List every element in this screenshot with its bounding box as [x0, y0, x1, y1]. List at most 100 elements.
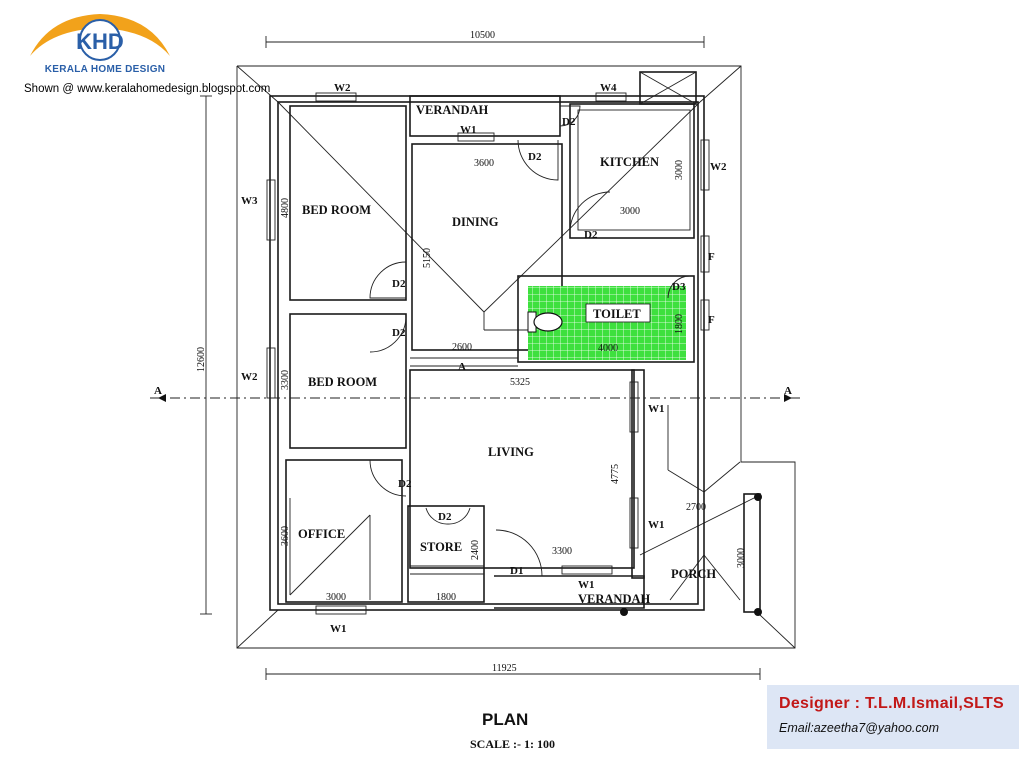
label-d2: D2	[584, 229, 598, 241]
designer-name: Designer : T.L.M.Ismail,SLTS	[779, 695, 1005, 712]
label-w3: W3	[241, 195, 258, 207]
door-d2-swing	[369, 317, 407, 353]
label-d1: D1	[510, 565, 523, 577]
logo-letters: KHD	[76, 29, 124, 54]
dim-overall-left: 12600	[196, 347, 207, 372]
roof-ridge	[289, 514, 371, 596]
dim-store-width: 1800	[436, 592, 456, 603]
label-w1: W1	[648, 519, 665, 531]
designer-email[interactable]: Email:azeetha7@yahoo.com	[779, 721, 939, 735]
roof-ridge	[483, 101, 701, 313]
door-d2-swing	[369, 261, 407, 299]
dim-overall-top: 10500	[470, 30, 495, 41]
dim-store-height: 2400	[470, 540, 481, 560]
store-walls	[407, 505, 485, 603]
room-toilet: TOILET	[593, 307, 641, 321]
kitchen-counter	[577, 109, 691, 231]
label-d2: D2	[528, 151, 542, 163]
door-d2-swing	[559, 105, 581, 127]
toilet-label-box	[585, 303, 651, 323]
dim-bed1-height: 4800	[280, 198, 291, 218]
label-d2: D2	[438, 511, 452, 523]
plan-title: PLAN	[482, 710, 529, 729]
door-d2-swing	[517, 139, 559, 181]
door-d2-swing	[569, 191, 611, 233]
label-section-a-mid: A	[458, 361, 466, 373]
dim-living-width-top: 5325	[510, 377, 530, 388]
verandah-bottom-walls	[494, 575, 645, 609]
bed-room-2-walls	[289, 313, 407, 449]
chimney-cross	[639, 71, 697, 105]
verandah-top-walls	[409, 95, 561, 137]
porch-edge	[743, 493, 761, 613]
room-bed-room-2: BED ROOM	[308, 375, 377, 389]
label-w4: W4	[600, 82, 617, 94]
door-d2-swing	[369, 459, 407, 497]
source-site-text: Shown @ www.keralahomedesign.blogspot.co…	[24, 83, 271, 95]
room-verandah-top: VERANDAH	[416, 103, 489, 117]
section-arrow-right-icon	[784, 394, 792, 402]
label-d2: D2	[392, 278, 406, 290]
porch-pillar-icon	[754, 608, 762, 616]
dim-living-width-bottom: 3300	[552, 546, 572, 557]
office-walls	[285, 459, 403, 603]
label-w1: W1	[460, 124, 477, 136]
khd-logo: KHD KERALA HOME DESIGN	[20, 8, 180, 86]
dim-overall-bottom: 11925	[492, 663, 517, 674]
toilet-walls	[517, 275, 695, 363]
windows	[266, 92, 710, 615]
label-w2: W2	[241, 371, 258, 383]
dim-office-height: 3600	[280, 526, 291, 546]
dim-living-height: 4775	[610, 464, 621, 484]
dim-dining-height: 5150	[422, 248, 433, 268]
room-living: LIVING	[488, 445, 534, 459]
dim-kitchen-height: 3000	[674, 160, 685, 180]
dim-kitchen-width: 3000	[620, 206, 640, 217]
label-d2: D2	[392, 327, 406, 339]
designer-panel: Designer : T.L.M.Ismail,SLTS Email:azeet…	[767, 685, 1019, 749]
dim-toilet-height: 1800	[674, 314, 685, 334]
door-d3-swing	[667, 275, 691, 299]
room-porch: PORCH	[671, 567, 716, 581]
living-side-wall	[631, 369, 645, 579]
porch-pillar-icon	[754, 493, 762, 501]
label-section-a-right: A	[784, 385, 792, 397]
label-f: F	[708, 251, 715, 263]
verandah-pillar-icon	[620, 608, 628, 616]
room-store: STORE	[420, 540, 462, 554]
dim-toilet-width: 4000	[598, 343, 618, 354]
dim-dining-width: 3600	[474, 158, 494, 169]
logo-subtitle: KERALA HOME DESIGN	[44, 64, 166, 75]
kitchen-walls	[569, 103, 695, 239]
dim-dining-bottom: 2600	[452, 342, 472, 353]
room-office: OFFICE	[298, 527, 345, 541]
roof-outline	[236, 65, 796, 649]
outer-wall-inner	[277, 101, 699, 605]
roof-ridge	[639, 494, 761, 556]
dim-office-width: 3000	[326, 592, 346, 603]
logo-arc-icon: KHD	[30, 14, 170, 61]
room-verandah-bottom: VERANDAH	[578, 592, 651, 606]
label-w2: W2	[334, 82, 351, 94]
door-d2-swing	[425, 507, 471, 525]
scale-text: SCALE :- 1: 100	[470, 737, 556, 751]
roof-ridge	[703, 461, 741, 493]
living-walls	[409, 369, 635, 569]
chimney	[639, 71, 697, 105]
label-f: F	[708, 314, 715, 326]
bed-room-1-walls	[289, 105, 407, 301]
label-d2: D2	[398, 478, 412, 490]
roof-hip	[236, 609, 279, 649]
dim-porch-height: 3000	[736, 548, 747, 568]
roof-ridge	[277, 101, 485, 313]
label-w1: W1	[330, 623, 347, 635]
dim-bed2-height: 3300	[280, 370, 291, 390]
dining-walls	[411, 143, 563, 351]
dim-porch-width: 2700	[686, 502, 706, 513]
label-w1: W1	[578, 579, 595, 591]
wc-bowl-icon	[533, 312, 563, 332]
door-d1-swing	[495, 529, 543, 577]
label-section-a-left: A	[154, 385, 162, 397]
label-w1: W1	[648, 403, 665, 415]
